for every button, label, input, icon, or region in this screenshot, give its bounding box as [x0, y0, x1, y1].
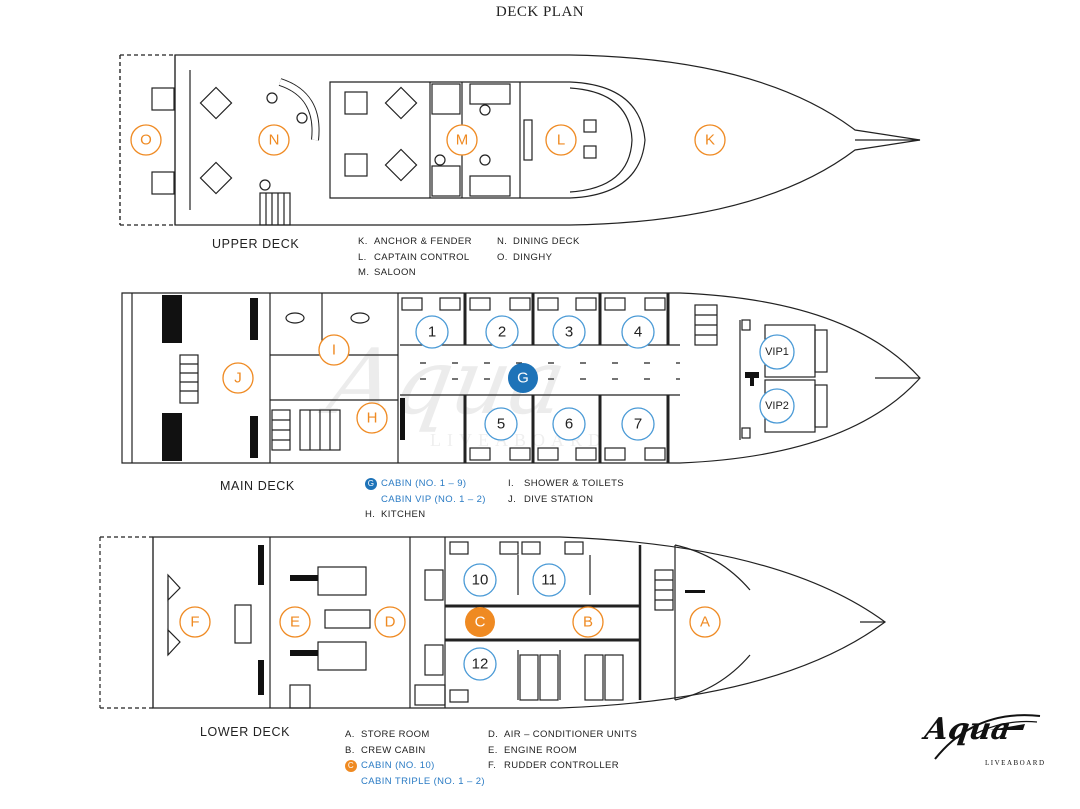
zone-marker-label: M [456, 132, 469, 149]
zone-marker: F [179, 606, 211, 638]
upper-deck-label: UPPER DECK [212, 237, 300, 251]
cabin-marker: 7 [621, 407, 655, 441]
legend-item: O.DINGHY [497, 251, 553, 263]
zone-marker-label: N [269, 132, 280, 149]
cabin-marker-label: 12 [472, 656, 489, 673]
cabin-group-marker: G [508, 363, 538, 393]
zone-marker-label: F [190, 614, 199, 631]
zone-marker-label: D [385, 614, 396, 631]
cabin-marker: 1 [415, 315, 449, 349]
structural-solids [162, 295, 759, 695]
lower-deck-hull [99, 536, 887, 709]
cabin-marker-label: 11 [541, 572, 557, 589]
zone-marker-label: A [700, 614, 710, 631]
vip-cabin-marker: VIP1 [759, 334, 795, 370]
main-deck-hull [121, 292, 921, 464]
vip-cabin-marker-label: VIP1 [765, 346, 789, 358]
zone-marker: E [279, 606, 311, 638]
cabin-marker: 4 [621, 315, 655, 349]
cabin-marker: 6 [552, 407, 586, 441]
zone-marker: J [222, 362, 254, 394]
vip-cabin-marker-label: VIP2 [765, 400, 789, 412]
brand-logo-sub: LIVEABOARD [985, 759, 1046, 767]
legend-item: L.CAPTAIN CONTROL [358, 251, 470, 263]
legend-item: B.CREW CABIN [345, 744, 426, 756]
zone-marker: M [446, 124, 478, 156]
cabin-marker-label: 5 [497, 416, 505, 433]
dining-table-icon [199, 86, 418, 195]
zone-marker: K [694, 124, 726, 156]
cabin-marker-label: 4 [634, 324, 642, 341]
legend-item: CABIN VIP (NO. 1 – 2) [381, 493, 486, 505]
zone-marker-label: E [290, 614, 300, 631]
cabin-marker-label: 10 [472, 572, 489, 589]
main-deck-label: MAIN DECK [220, 479, 295, 493]
cabin-marker-label: 1 [428, 324, 436, 341]
cabin-marker: 3 [552, 315, 586, 349]
legend-item: D.AIR – CONDITIONER UNITS [488, 729, 638, 741]
cabin-group-marker-label: G [517, 370, 529, 387]
zone-marker-label: L [557, 132, 565, 149]
zone-marker-label: K [705, 132, 715, 149]
legend-item: A.STORE ROOM [345, 729, 430, 741]
cabin-marker-label: 2 [498, 324, 506, 341]
lower-deck-label: LOWER DECK [200, 725, 291, 739]
legend-item: J.DIVE STATION [508, 493, 594, 505]
zone-marker: N [258, 124, 290, 156]
legend-item: I.SHOWER & TOILETS [508, 478, 625, 490]
upper-legend-col2: N.DINING DECK O.DINGHY [497, 234, 580, 265]
zone-marker-label: H [367, 410, 378, 427]
legend-item: N.DINING DECK [497, 236, 580, 248]
brand-logo [934, 714, 1041, 760]
cabin-marker-label: 6 [565, 416, 573, 433]
toilet-icon [285, 312, 370, 324]
zone-marker: I [318, 334, 350, 366]
page-title: DECK PLAN [495, 4, 585, 20]
zone-marker-label: B [583, 614, 593, 631]
cabin-marker-label: 7 [634, 416, 642, 433]
lower-legend-col2: D.AIR – CONDITIONER UNITS E.ENGINE ROOM … [488, 727, 637, 774]
cabin-group-marker: C [465, 607, 495, 637]
zone-marker: D [374, 606, 406, 638]
cabin-marker: 10 [463, 563, 497, 597]
brand-logo-word: Aqua [922, 712, 1013, 747]
upper-legend-col1: K.ANCHOR & FENDER L.CAPTAIN CONTROL M.SA… [358, 234, 472, 281]
zone-marker: A [689, 606, 721, 638]
vip-cabin-marker: VIP2 [759, 388, 795, 424]
zone-marker-label: J [234, 370, 242, 387]
zone-marker: L [545, 124, 577, 156]
cabin-marker: 5 [484, 407, 518, 441]
zone-marker-label: I [332, 342, 336, 359]
legend-item: M.SALOON [358, 267, 416, 279]
cabin-marker-label: 3 [565, 324, 573, 341]
zone-marker: H [356, 402, 388, 434]
main-legend-col2: I.SHOWER & TOILETS J.DIVE STATION [508, 476, 624, 507]
cabin-marker: 12 [463, 647, 497, 681]
zone-marker: O [130, 124, 162, 156]
zone-marker-label: O [140, 132, 152, 149]
legend-item: H.KITCHEN [365, 509, 426, 521]
cabin-marker: 2 [485, 315, 519, 349]
cabin-group-marker-label: C [475, 614, 486, 631]
zone-marker: B [572, 606, 604, 638]
cabin-marker: 11 [532, 563, 566, 597]
legend-item: E.ENGINE ROOM [488, 744, 578, 756]
legend-item: F.RUDDER CONTROLLER [488, 760, 620, 772]
upper-deck-hull [119, 54, 921, 226]
legend-item: CABIN TRIPLE (NO. 1 – 2) [361, 775, 485, 787]
legend-item: K.ANCHOR & FENDER [358, 236, 472, 248]
